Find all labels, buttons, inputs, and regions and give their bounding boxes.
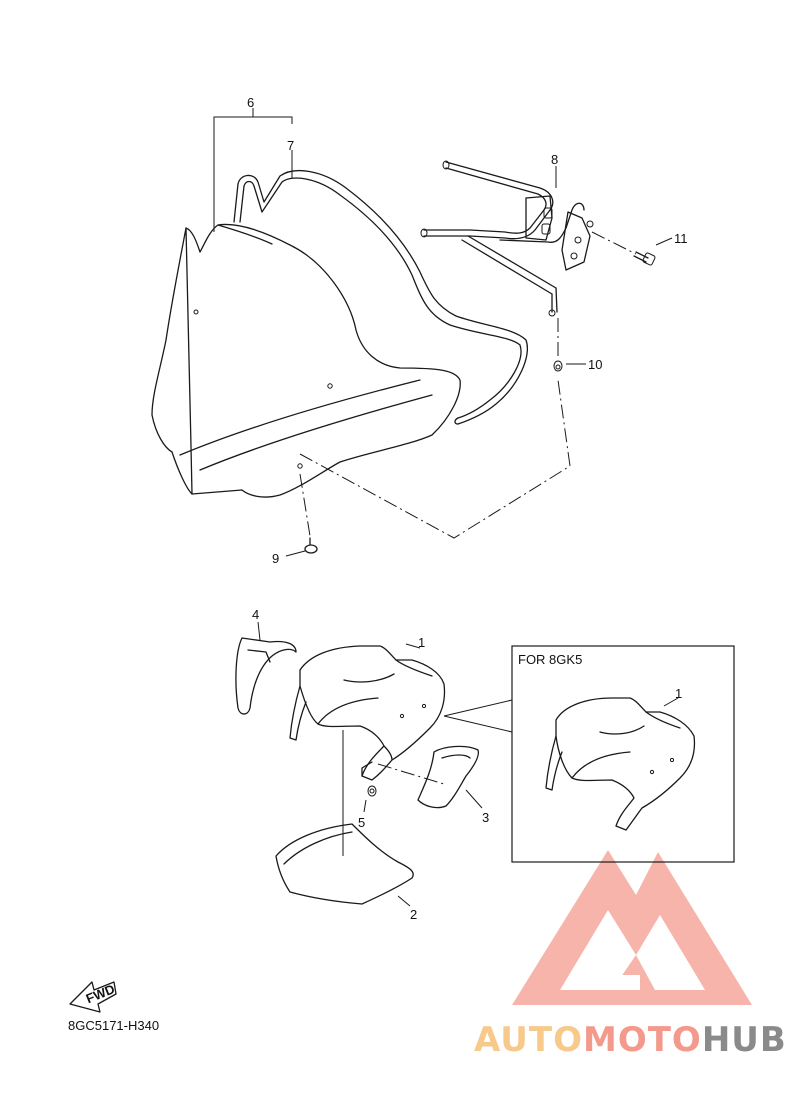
callout-8: 8	[551, 152, 558, 167]
callout-1-inset: 1	[675, 686, 682, 701]
watermark-logo-icon	[512, 850, 752, 1005]
inset-label: FOR 8GK5	[518, 652, 582, 667]
callout-11: 11	[674, 231, 688, 246]
fasteners	[304, 251, 656, 554]
callout-4: 4	[252, 607, 259, 622]
windscreen-gasket	[239, 177, 522, 419]
windshield-assembly	[151, 108, 528, 498]
callout-1: 1	[418, 635, 425, 650]
callout-2: 2	[410, 907, 417, 922]
side-cowl-assembly	[235, 621, 483, 907]
cover-part-3	[417, 745, 480, 809]
brand-part-hub: HUB	[701, 1020, 787, 1060]
windscreen-stay	[420, 160, 594, 317]
callout-3: 3	[482, 810, 489, 825]
brand-part-auto: AUTO	[474, 1020, 583, 1060]
cover-part-4	[235, 637, 297, 715]
callout-7: 7	[287, 138, 294, 153]
windscreen	[151, 223, 461, 498]
diagram-code: 8GC5171-H340	[68, 1018, 160, 1033]
callout-5: 5	[358, 815, 365, 830]
brand-wordmark: AUTOMOTOHUB	[474, 1020, 787, 1060]
cowl-part-1	[299, 645, 446, 781]
callout-9: 9	[272, 551, 279, 566]
panel-part-2	[275, 823, 414, 905]
brand-part-moto: MOTO	[582, 1020, 702, 1060]
callout-6: 6	[247, 95, 254, 110]
fwd-arrow-icon	[69, 981, 117, 1013]
inset-8gk5	[443, 645, 735, 863]
callout-10: 10	[588, 357, 602, 372]
